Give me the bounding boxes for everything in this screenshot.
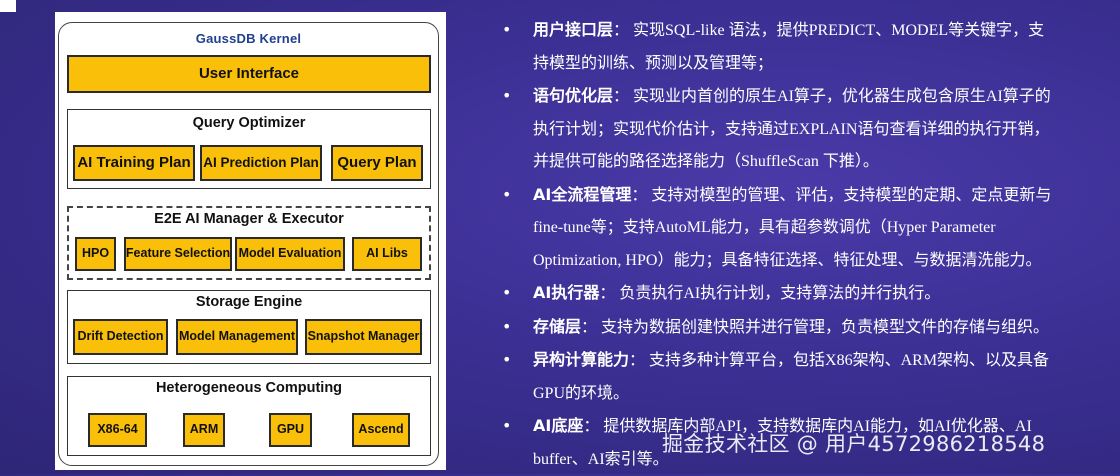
bullet-text-line: 提供数据库内部API，支持数据库内AI能力，如AI优化器、AI [603, 418, 1032, 435]
bullet-text-line: 并提供可能的路径选择能力（ShuffleScan 下推）。 [533, 153, 879, 170]
bullet-dot: • [502, 350, 512, 369]
ascend-label: Ascend [358, 422, 404, 437]
bullet-separator: ： [583, 418, 600, 435]
hpo-label: HPO [81, 246, 110, 261]
ai-manager-group: E2E AI Manager & Executor HPO Feature Se… [67, 206, 431, 280]
ascend-box: Ascend [352, 413, 410, 447]
bullet-head: 异构计算能力 [533, 350, 630, 369]
bullet-separator: ： [629, 352, 646, 369]
bullet-separator: ： [613, 88, 630, 105]
x86-64-label: X86-64 [97, 422, 138, 437]
arm-label: ARM [189, 422, 219, 437]
model-management-label: Model Management [179, 329, 295, 344]
bullet-head: AI执行器 [533, 283, 600, 302]
bullet-head: AI全流程管理 [533, 184, 632, 204]
bullet-dot: • [502, 316, 512, 336]
bullet-text-line: Optimization, HPO）能力；具备特征选择、特征处理、与数据清洗能力… [533, 251, 1042, 269]
watermark: 掘金技术社区 @ 用户4572986218548 [662, 432, 1046, 456]
bullet-dot: • [502, 86, 512, 105]
feature-selection-label: Feature Selection [125, 246, 231, 261]
ai-prediction-plan-box: AI Prediction Plan [200, 145, 322, 181]
ai-training-plan-box: AI Training Plan [73, 145, 195, 181]
query-plan-label: Query Plan [337, 154, 417, 172]
bullet-ai-full-process-management: • AI全流程管理： 支持对模型的管理、评估，支持模型的定期、定点更新与 fin… [498, 179, 1116, 278]
bullet-text-line: 执行计划；实现代价估计，支持通过EXPLAIN语句查看详细的执行开销， [533, 120, 1050, 138]
bullet-separator: ： [613, 22, 630, 39]
description-list: • 用户接口层： 实现SQL-like 语法，提供PREDICT、MODEL等关… [498, 14, 1116, 476]
bullet-separator: ： [631, 186, 648, 204]
x86-64-box: X86-64 [88, 413, 147, 447]
bullet-text-line: fine-tune等；支持AutoML能力，具有超参数调优（Hyper Para… [533, 219, 996, 236]
bullet-text-line: 支持多种计算平台，包括X86架构、ARM架构、以及具备 [649, 352, 1050, 369]
bullet-heterogeneous-computing: • 异构计算能力： 支持多种计算平台，包括X86架构、ARM架构、以及具备 GP… [498, 344, 1116, 410]
bullet-head: AI底座 [533, 416, 584, 435]
bullet-dot: • [502, 184, 512, 204]
bullet-ai-executor: • AI执行器： 负责执行AI执行计划，支持算法的并行执行。 [498, 277, 1116, 311]
storage-engine-title: Storage Engine [195, 294, 303, 310]
query-optimizer-title: Query Optimizer [192, 115, 306, 131]
bullet-text-line: 支持对模型的管理、评估，支持模型的定期、定点更新与 [651, 186, 1052, 204]
kernel-title: GaussDB Kernel [195, 31, 302, 46]
arm-box: ARM [183, 413, 225, 447]
bullet-text-line: 支持为数据创建快照并进行管理，负责模型文件的存储与组织。 [601, 318, 1050, 336]
bullet-text-line: 负责执行AI执行计划，支持算法的并行执行。 [619, 285, 941, 302]
model-management-box: Model Management [176, 319, 298, 355]
bullet-head: 用户接口层 [533, 20, 614, 39]
heterogeneous-computing-group: Heterogeneous Computing X86-64 ARM GPU A… [67, 376, 431, 456]
bullet-statement-optimizer-layer: • 语句优化层： 实现业内首创的原生AI算子，优化器生成包含原生AI算子的 执行… [498, 80, 1116, 179]
user-interface-label: User Interface [198, 65, 300, 83]
heterogeneous-computing-title: Heterogeneous Computing [155, 380, 343, 396]
bullet-text-line: 实现SQL-like 语法，提供PREDICT、MODEL等关键字，支 [633, 22, 1045, 39]
feature-selection-box: Feature Selection [124, 237, 232, 271]
architecture-diagram: GaussDB Kernel User Interface Query Opti… [55, 12, 446, 470]
hpo-box: HPO [75, 237, 116, 271]
snapshot-manager-box: Snapshot Manager [305, 319, 422, 355]
corner-mark [0, 0, 16, 12]
bullet-separator: ： [599, 285, 616, 302]
bullet-text-line: GPU的环境。 [533, 384, 630, 402]
bullet-text-line: 实现业内首创的原生AI算子，优化器生成包含原生AI算子的 [633, 88, 1051, 105]
model-evaluation-label: Model Evaluation [238, 246, 342, 261]
bullet-separator: ： [581, 318, 598, 336]
gpu-label: GPU [276, 422, 305, 437]
drift-detection-box: Drift Detection [73, 319, 168, 355]
query-plan-box: Query Plan [331, 145, 423, 181]
bullet-ai-base: • AI底座： 提供数据库内部API，支持数据库内AI能力，如AI优化器、AI … [498, 410, 1116, 476]
bullet-head: 存储层 [533, 316, 582, 336]
bullet-dot: • [502, 416, 512, 435]
bullet-text-line: buffer、AI索引等。 [533, 450, 669, 468]
kernel-container: GaussDB Kernel User Interface Query Opti… [58, 22, 439, 466]
ai-training-plan-label: AI Training Plan [77, 154, 191, 172]
bullet-dot: • [502, 283, 512, 302]
bullet-head: 语句优化层 [533, 86, 614, 105]
bullet-storage-layer: • 存储层： 支持为数据创建快照并进行管理，负责模型文件的存储与组织。 [498, 311, 1116, 345]
query-optimizer-group: Query Optimizer AI Training Plan AI Pred… [67, 109, 431, 189]
snapshot-manager-label: Snapshot Manager [307, 329, 420, 344]
ai-libs-label: AI Libs [366, 246, 408, 261]
model-evaluation-box: Model Evaluation [235, 237, 345, 271]
drift-detection-label: Drift Detection [77, 329, 164, 344]
ai-manager-title: E2E AI Manager & Executor [154, 211, 344, 227]
storage-engine-group: Storage Engine Drift Detection Model Man… [67, 290, 431, 364]
ai-prediction-plan-label: AI Prediction Plan [203, 154, 319, 170]
bullet-text-line: 持模型的训练、预测以及管理等； [533, 54, 774, 72]
gpu-box: GPU [269, 413, 312, 447]
bullet-dot: • [502, 20, 512, 39]
user-interface-box: User Interface [67, 55, 431, 93]
bullet-user-interface-layer: • 用户接口层： 实现SQL-like 语法，提供PREDICT、MODEL等关… [498, 14, 1116, 80]
ai-libs-box: AI Libs [352, 237, 422, 271]
